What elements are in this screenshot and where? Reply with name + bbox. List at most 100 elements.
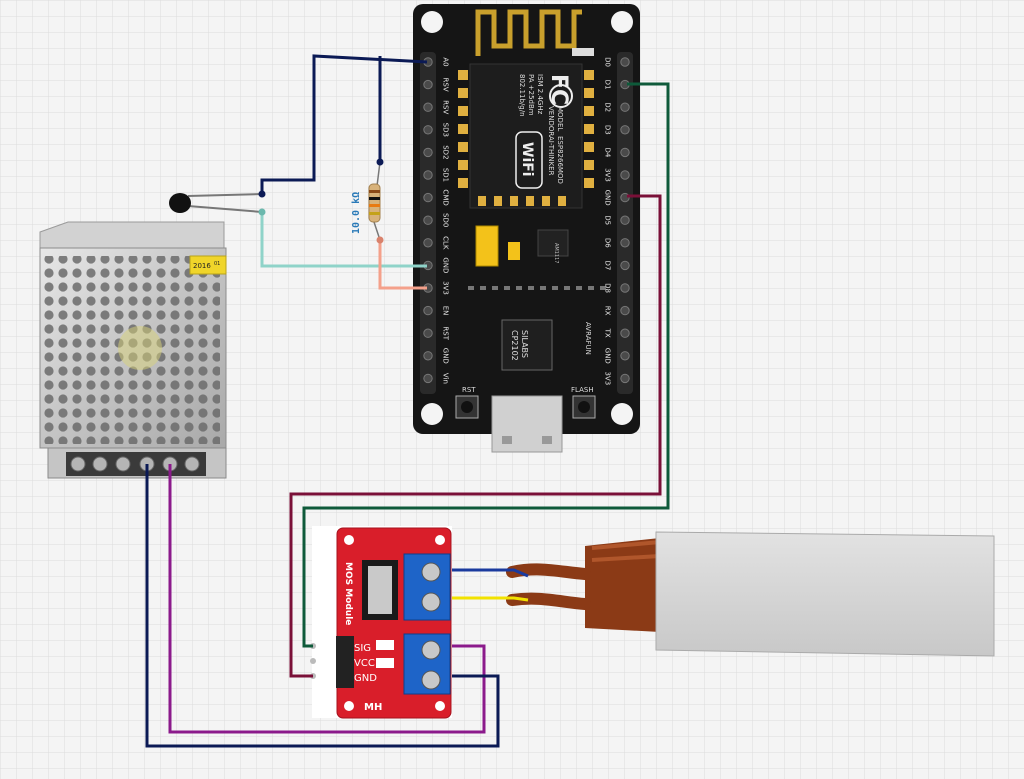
wires [145,54,670,748]
wifi-logo: WiFi [519,142,535,177]
left-pin-cmd[interactable] [423,192,433,203]
wire-thermistor-gnd[interactable] [260,212,427,268]
module-castellated-pads [458,70,594,206]
right-pin-label: 3V3 [604,168,612,182]
left-pin-sd2[interactable] [423,147,433,158]
right-pin-d4[interactable] [620,147,630,158]
vcc-label: VCC [354,658,375,669]
left-pin-rst[interactable] [423,328,433,338]
right-pin-3v3[interactable] [620,373,630,384]
right-pin-label: D0 [604,57,612,67]
left-pin-sd3[interactable] [423,125,433,135]
capacitor-small [508,242,520,260]
mos-module-title: MOS Module [343,562,353,625]
wire-d1-sig[interactable] [302,82,670,648]
module-text: ISM 2.4GHz [536,74,544,115]
fcc-logo: FC [546,74,571,105]
nodemcu-board[interactable]: FC MODEL VENDOR ISM 2.4GHz PA +25dBm 802… [413,4,640,453]
regulator-text: AM1117 [553,243,559,263]
resistor-label: 10.0 kΩ [351,192,362,234]
antenna-trace [475,9,582,56]
right-pin-d3[interactable] [620,125,630,135]
left-pin-rsv[interactable] [423,79,433,90]
right-pin-label: D5 [604,215,612,225]
left-pin-label: Vin [442,373,450,384]
right-pin-label: D1 [604,80,612,90]
power-supply-label [189,255,227,275]
right-pin-d8[interactable] [620,283,630,293]
left-pin-label: SD1 [442,168,450,182]
left-pin-label: RST [442,326,450,340]
right-pin-gnd[interactable] [620,351,630,361]
usb-chip-text: SILABS [520,330,529,358]
left-pin-label: SD3 [442,123,450,137]
wire-heater-plus[interactable] [452,568,529,578]
sig-label: SIG [354,643,371,654]
left-pin-label: GND [442,348,450,364]
right-pin-label: D3 [604,125,612,135]
wire-psu-vminus[interactable] [145,464,500,748]
terminal-block [70,456,200,472]
vendor-logo [549,84,573,108]
module-text: PA +25dBm [527,74,535,116]
right-pin-d7[interactable] [620,260,630,271]
left-pin-label: A0 [442,57,450,66]
right-pin-d0[interactable] [620,57,630,67]
module-text: ESP8266MOD [556,136,564,184]
left-pin-clk[interactable] [423,238,433,248]
heater-element[interactable] [506,531,995,657]
right-pin-label: D7 [604,260,612,270]
right-pin-label: 3V3 [604,372,612,386]
right-pin-label: D2 [604,102,612,112]
capacitor [475,225,499,267]
flash-label: FLASH [571,386,594,394]
power-supply-label-text-2: 01 [214,261,220,267]
left-pin-label: 3V3 [442,281,450,295]
smd-row [468,286,606,290]
right-pin-d5[interactable] [620,215,630,225]
mos-module[interactable]: MOS Module SIG VCC GND MH [310,526,452,719]
brand-text: AVRAFUN [584,322,592,355]
left-pin-en[interactable] [423,305,433,316]
wire-psu-vplus[interactable] [168,464,486,734]
right-pin-tx[interactable] [620,328,630,338]
right-pin-label: GND [604,348,612,364]
thermistor[interactable] [169,193,263,213]
left-pin-label: RSV [442,78,450,92]
gnd-label: GND [354,673,377,684]
usb-chip-text: CP2102 [510,330,519,361]
right-pin-d2[interactable] [620,102,630,112]
wire-gnd-mos[interactable] [289,194,662,678]
module-text: VENDOR [547,106,555,136]
mount-hole [611,403,633,425]
usb-chip [501,319,553,371]
left-pin-label: SD0 [442,213,450,227]
wire-resistor-3v3[interactable] [378,240,427,290]
right-pin-d6[interactable] [620,238,630,248]
power-supply[interactable]: 2016 01 [39,221,227,479]
left-pin-group: A0RSVRSVSD3SD2SD1CMDSD0CLKGND3V3ENRSTGND… [423,57,450,384]
left-pin-label: SD2 [442,145,450,159]
wire-heater-minus[interactable] [452,596,529,602]
left-pin-label: RSV [442,100,450,114]
right-pin-label: D8 [604,283,612,293]
right-pin-rx[interactable] [620,305,630,316]
mos-module-brand: MH [364,702,382,713]
wire-a0[interactable] [260,54,428,194]
right-pin-label: GND [604,190,612,206]
resistor[interactable] [368,161,381,241]
rst-label: RST [462,386,476,394]
left-pin-rsv[interactable] [423,102,433,112]
left-pin-vin[interactable] [423,373,433,384]
left-pin-gnd[interactable] [423,351,433,361]
left-pin-sd0[interactable] [423,215,433,225]
mount-hole [611,11,633,33]
right-pin-label: D6 [604,238,612,248]
left-pin-sd1[interactable] [423,170,433,180]
right-pin-3v3[interactable] [620,170,630,180]
wire-endpoints [258,158,384,244]
module-text: AI-THINKER [547,136,555,176]
left-pin-label: CMD [442,189,450,205]
